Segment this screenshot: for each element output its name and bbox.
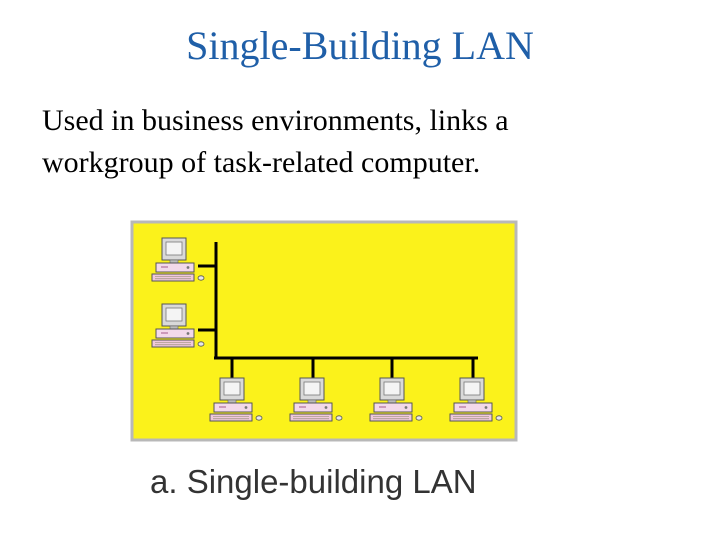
network-cable — [198, 242, 478, 378]
lan-diagram — [130, 220, 518, 442]
body-line-1: Used in business environments, links a — [42, 104, 509, 137]
body-line-2: workgroup of task-related computer. — [42, 146, 481, 179]
figure-caption: a. Single-building LAN — [150, 463, 477, 500]
slide-body: Used in business environments, links a w… — [42, 100, 642, 184]
slide-title: Single-Building LAN — [186, 23, 534, 68]
